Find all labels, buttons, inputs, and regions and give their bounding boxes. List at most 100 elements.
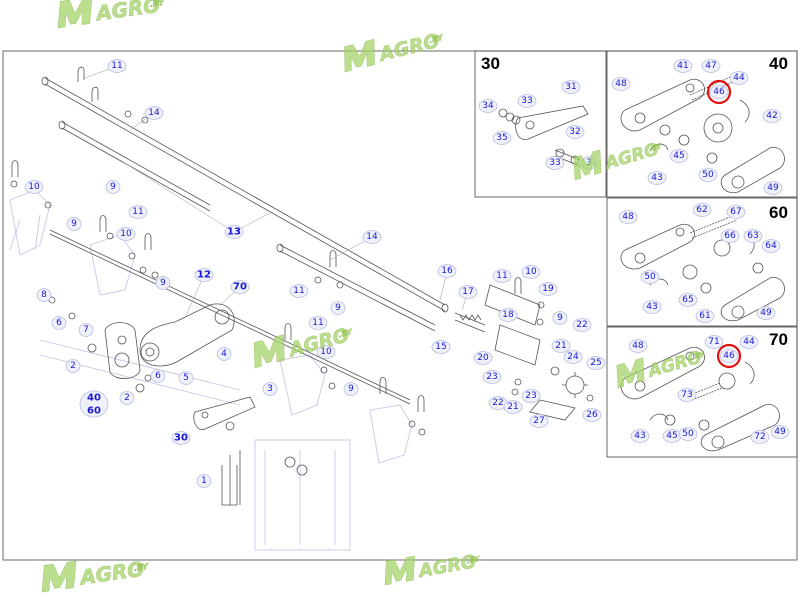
callout-p40_50[interactable]: 50 — [698, 168, 718, 182]
callout-p60_66[interactable]: 66 — [720, 229, 740, 243]
callout-p30_33b[interactable]: 33 — [545, 156, 565, 170]
callout-number: 9 — [348, 384, 354, 394]
callout-bubble — [704, 335, 724, 349]
callout-c27[interactable]: 27 — [529, 414, 549, 428]
callout-bubble — [695, 309, 715, 323]
callout-p40_48[interactable]: 48 — [611, 77, 631, 91]
callout-c5[interactable]: 5 — [178, 371, 194, 385]
callout-c9f[interactable]: 9 — [343, 382, 359, 396]
callout-p60_61[interactable]: 61 — [695, 309, 715, 323]
callout-p40_41[interactable]: 41 — [673, 59, 693, 73]
callout-p60_50[interactable]: 50 — [640, 270, 660, 284]
callout-c6[interactable]: 6 — [51, 316, 67, 330]
callout-number: 63 — [747, 231, 758, 241]
callout-p70_45[interactable]: 45 — [662, 429, 682, 443]
callout-c14b[interactable]: 14 — [362, 230, 382, 244]
callout-c11a[interactable]: 11 — [107, 59, 127, 73]
callout-c17[interactable]: 17 — [458, 285, 478, 299]
magro-watermark-logo: AGRO.BY — [57, 0, 166, 29]
callout-p40_42[interactable]: 42 — [762, 109, 782, 123]
callout-p40_49[interactable]: 49 — [763, 181, 783, 195]
callout-c11b[interactable]: 11 — [128, 205, 148, 219]
callout-p30_31[interactable]: 31 — [561, 80, 581, 94]
callout-c9a[interactable]: 9 — [66, 217, 82, 231]
callout-c11d[interactable]: 11 — [492, 269, 512, 283]
callout-p40_43[interactable]: 43 — [647, 171, 667, 185]
callout-c70[interactable]: 70 — [230, 280, 250, 294]
callout-c24[interactable]: 24 — [563, 350, 583, 364]
callout-c9e[interactable]: 9 — [330, 301, 346, 315]
callout-p30_32[interactable]: 32 — [565, 125, 585, 139]
callout-c10d[interactable]: 10 — [316, 345, 336, 359]
callout-c2a[interactable]: 2 — [65, 359, 81, 373]
callout-number: 16 — [441, 266, 453, 276]
callout-c10a[interactable]: 10 — [24, 180, 44, 194]
callout-c21a[interactable]: 21 — [551, 339, 571, 353]
callout-p70_48[interactable]: 48 — [628, 339, 648, 353]
callout-c30main[interactable]: 30 — [171, 431, 191, 445]
callout-p70_43[interactable]: 43 — [630, 429, 650, 443]
callout-c1[interactable]: 1 — [196, 474, 212, 488]
callout-c10b[interactable]: 10 — [116, 227, 136, 241]
callout-p60_48[interactable]: 48 — [618, 210, 638, 224]
callout-c6b[interactable]: 6 — [150, 369, 166, 383]
callout-p60_67[interactable]: 67 — [726, 205, 746, 219]
callout-c14a[interactable]: 14 — [144, 106, 164, 120]
callout-p60_62[interactable]: 62 — [692, 203, 712, 217]
callout-bubble — [65, 359, 81, 373]
callout-c7[interactable]: 7 — [78, 323, 94, 337]
panel-70-drawing — [620, 346, 780, 452]
callout-c3[interactable]: 3 — [262, 382, 278, 396]
callout-c11c[interactable]: 11 — [289, 284, 309, 298]
callout-p60_64[interactable]: 64 — [761, 239, 781, 253]
callout-c9b[interactable]: 9 — [105, 180, 121, 194]
callout-c9d[interactable]: 9 — [552, 311, 568, 325]
callout-c12[interactable]: 12 — [194, 268, 214, 282]
callout-p30_33a[interactable]: 33 — [517, 94, 537, 108]
callout-bubble — [551, 339, 571, 353]
callout-number: 48 — [615, 79, 627, 89]
callout-p70_71[interactable]: 71 — [704, 335, 724, 349]
callout-c4[interactable]: 4 — [216, 347, 232, 361]
callout-p40_45[interactable]: 45 — [669, 149, 689, 163]
callout-number: 72 — [754, 432, 765, 442]
callout-c23b[interactable]: 23 — [521, 389, 541, 403]
callout-p70_49[interactable]: 49 — [770, 425, 790, 439]
callout-c20[interactable]: 20 — [473, 351, 493, 365]
callout-p60_49[interactable]: 49 — [756, 306, 776, 320]
callout-p60_63[interactable]: 63 — [743, 229, 763, 243]
callout-p70_46[interactable]: 46 — [719, 349, 739, 363]
callout-c13[interactable]: 13 — [224, 225, 244, 239]
callout-c22b[interactable]: 22 — [488, 396, 508, 410]
callout-c18[interactable]: 18 — [498, 308, 518, 322]
callout-p70_50[interactable]: 50 — [678, 427, 698, 441]
highlight-ring-46-panel-70 — [716, 343, 742, 369]
callout-c21b[interactable]: 21 — [503, 400, 523, 414]
callout-c23a[interactable]: 23 — [482, 370, 502, 384]
callout-p60_43[interactable]: 43 — [642, 300, 662, 314]
callout-c10c[interactable]: 10 — [521, 265, 541, 279]
callout-c9c[interactable]: 9 — [155, 276, 171, 290]
callout-bubble — [330, 301, 346, 315]
callout-p70_73[interactable]: 73 — [677, 388, 697, 402]
callout-c16[interactable]: 16 — [437, 264, 457, 278]
callout-bubble — [640, 270, 660, 284]
callout-p40_46[interactable]: 46 — [709, 85, 729, 99]
callout-p30_35[interactable]: 35 — [492, 131, 512, 145]
callout-bubble — [709, 85, 729, 99]
callout-c25[interactable]: 25 — [586, 356, 606, 370]
callout-c2b[interactable]: 2 — [119, 391, 135, 405]
callout-c8[interactable]: 8 — [36, 288, 52, 302]
callout-p60_65[interactable]: 65 — [678, 293, 698, 307]
callout-c19[interactable]: 19 — [538, 282, 558, 296]
callout-p40_44[interactable]: 44 — [729, 71, 749, 85]
callout-c15b[interactable]: 15 — [431, 340, 451, 354]
callout-c11e[interactable]: 11 — [308, 316, 328, 330]
callout-c26[interactable]: 26 — [582, 408, 602, 422]
callout-p70_72[interactable]: 72 — [750, 430, 770, 444]
callout-p30_34[interactable]: 34 — [478, 99, 498, 113]
callout-c22a[interactable]: 22 — [572, 318, 592, 332]
callout-p70_44[interactable]: 44 — [739, 335, 759, 349]
callout-p40_47[interactable]: 47 — [701, 59, 721, 73]
